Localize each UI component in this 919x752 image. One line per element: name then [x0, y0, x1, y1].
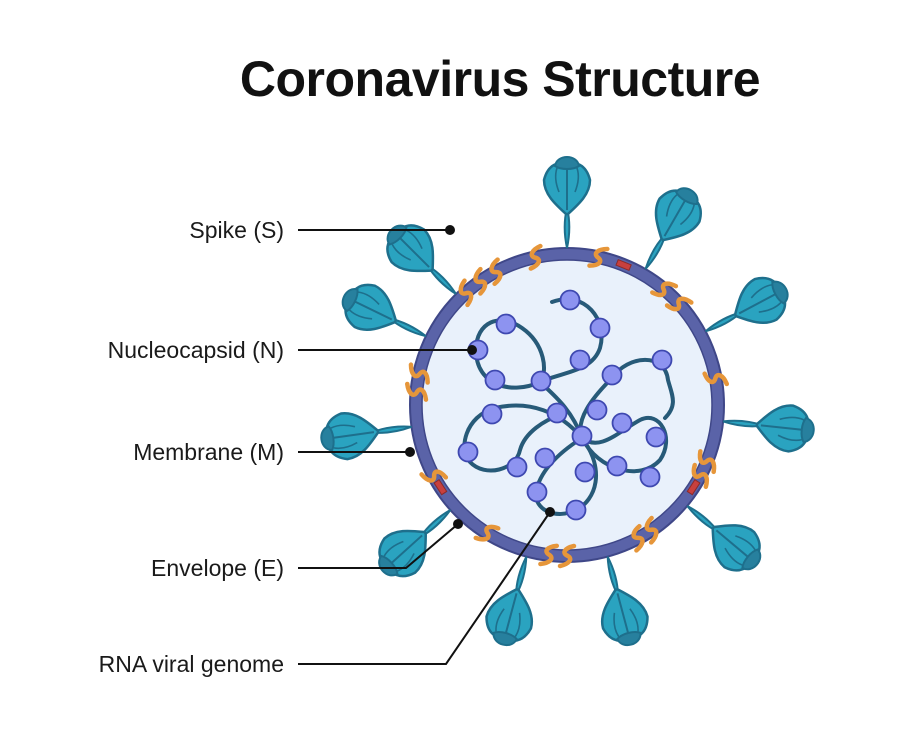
nucleocapsid-bead-icon — [586, 399, 608, 421]
nucleocapsid-bead-icon — [606, 455, 628, 477]
label-membrane: Membrane (M) — [133, 439, 284, 465]
label-rna-genome: RNA viral genome — [99, 651, 284, 677]
nucleocapsid-bead-icon — [457, 441, 479, 463]
nucleocapsid-bead-icon — [495, 313, 517, 335]
envelope-protein-icon — [686, 479, 701, 496]
nucleocapsid-bead-icon — [481, 403, 503, 425]
nucleocapsid-bead-icon — [611, 412, 633, 434]
nucleocapsid-bead-icon — [574, 461, 596, 483]
spike-protein-icon — [584, 549, 655, 652]
nucleocapsid-bead-icon — [565, 499, 587, 521]
nucleocapsid-bead-icon — [526, 481, 548, 503]
nucleocapsid-bead-icon — [546, 402, 568, 424]
spike-protein-icon — [479, 549, 550, 652]
spike-protein-icon — [316, 402, 417, 464]
leader-dot-membrane — [405, 447, 415, 457]
spike-protein-icon — [542, 155, 592, 250]
nucleocapsid-bead-icon — [639, 466, 661, 488]
nucleocapsid-bead-icon — [589, 317, 611, 339]
nucleocapsid-bead-icon — [559, 289, 581, 311]
nucleocapsid-bead-icon — [571, 425, 593, 447]
nucleocapsid-bead-icon — [569, 349, 591, 371]
leader-dot-spike — [445, 225, 455, 235]
nucleocapsid-bead-icon — [506, 456, 528, 478]
leader-line-envelope — [298, 523, 459, 569]
spike-protein-icon — [332, 274, 438, 359]
envelope-protein-icon — [615, 258, 632, 272]
spike-protein-icon — [719, 397, 818, 456]
label-envelope: Envelope (E) — [151, 555, 284, 581]
nucleocapsid-bead-icon — [651, 349, 673, 371]
leader-line-rna — [298, 511, 551, 665]
nucleocapsid-proteins — [457, 289, 673, 521]
leader-dot-nucleocapsid — [467, 345, 477, 355]
nucleocapsid-bead-icon — [530, 370, 552, 392]
nucleocapsid-bead-icon — [645, 426, 667, 448]
nucleocapsid-bead-icon — [534, 447, 556, 469]
nucleocapsid-bead-icon — [601, 364, 623, 386]
label-spike: Spike (S) — [189, 217, 284, 243]
envelope-proteins — [433, 258, 701, 496]
label-nucleocapsid: Nucleocapsid (N) — [108, 337, 284, 363]
leader-lines — [298, 229, 551, 665]
diagram-title: Coronavirus Structure — [239, 51, 761, 107]
leader-dot-envelope — [453, 519, 463, 529]
nucleocapsid-bead-icon — [484, 369, 506, 391]
envelope-protein-icon — [433, 479, 448, 496]
leader-dots — [405, 225, 555, 529]
leader-dot-rna — [545, 507, 555, 517]
